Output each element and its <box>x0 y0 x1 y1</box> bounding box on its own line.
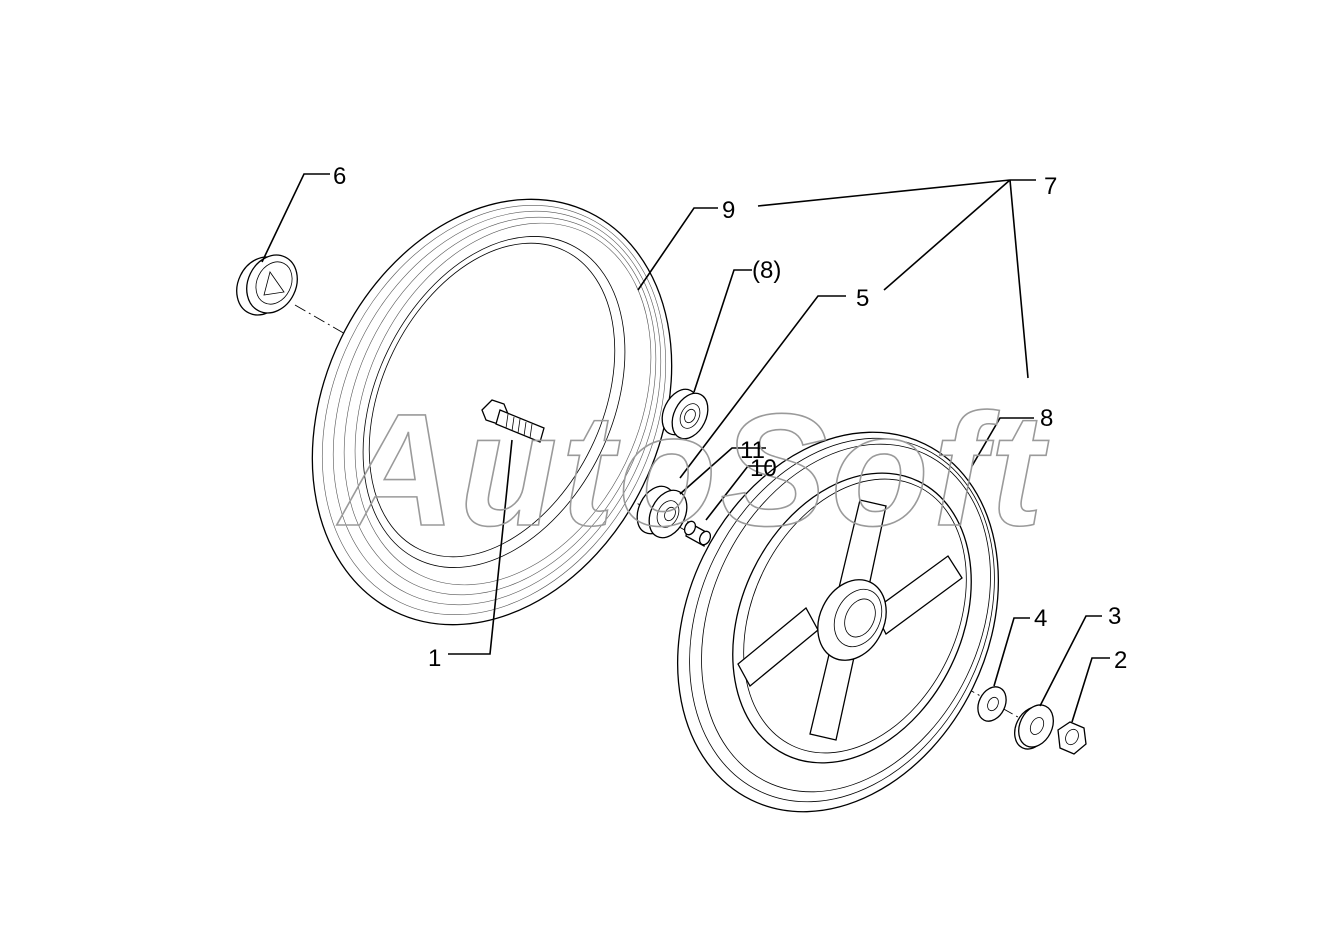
callout-1: 1 <box>428 645 441 672</box>
callout-11: 11 <box>740 437 765 464</box>
bolt <box>481 399 545 443</box>
callout-9: 9 <box>722 197 735 224</box>
callout-7: 7 <box>1044 173 1057 200</box>
spacer-pin <box>683 520 712 548</box>
hub-cap <box>236 254 298 316</box>
bearing-upper <box>661 388 709 440</box>
washer-large <box>1014 704 1054 750</box>
callout-10: 10 <box>750 455 777 482</box>
callout-5: 5 <box>856 285 869 312</box>
watermark-text: AutoSoft <box>336 380 1049 559</box>
leader-lines <box>261 173 1110 723</box>
callout-2: 2 <box>1114 647 1127 674</box>
nut <box>1057 721 1087 755</box>
callout-8-bracketed: (8) <box>752 257 781 284</box>
callout-4: 4 <box>1034 605 1047 632</box>
callout-6: 6 <box>333 163 346 190</box>
wheel-rim <box>677 431 999 813</box>
callout-8: 8 <box>1040 405 1053 432</box>
washer-small <box>977 686 1007 722</box>
callout-3: 3 <box>1108 603 1121 630</box>
bearing-lower <box>636 485 688 539</box>
